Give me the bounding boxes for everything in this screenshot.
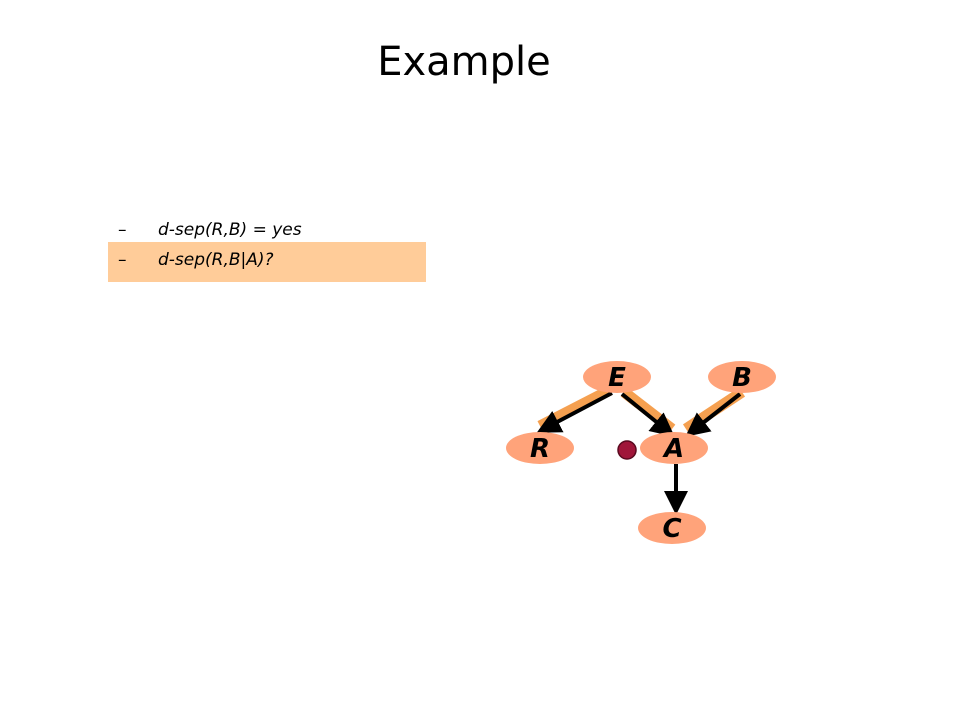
- node-label: E: [608, 363, 626, 393]
- node-b: B: [708, 361, 776, 393]
- node-a: A: [640, 432, 708, 464]
- bullet-text: d-sep(R,B|A)?: [158, 250, 274, 270]
- edge-b-to-a: [685, 392, 742, 437]
- edges: [536, 391, 742, 515]
- node-label: A: [662, 434, 684, 464]
- slide-title: Example: [377, 39, 551, 85]
- path-band-e-a: [620, 387, 676, 434]
- bullet-list: – d-sep(R,B) = yes – d-sep(R,B|A)?: [108, 218, 426, 282]
- bullet-text: d-sep(R,B) = yes: [158, 220, 302, 240]
- node-label: B: [732, 363, 752, 393]
- edge-e-to-r: [536, 391, 613, 433]
- node-label: C: [662, 514, 681, 544]
- node-r: R: [506, 432, 574, 464]
- bullet-dash: –: [118, 220, 127, 240]
- bullet-item-dsep-rb-given-a: – d-sep(R,B|A)?: [108, 242, 426, 282]
- evidence-dot-icon: [617, 440, 637, 460]
- node-e: E: [583, 361, 651, 393]
- bullet-dash: –: [118, 250, 127, 270]
- path-band-e-r: [537, 385, 613, 431]
- bullet-item-dsep-rb: – d-sep(R,B) = yes: [108, 218, 426, 242]
- node-c: C: [638, 512, 706, 544]
- node-label: R: [530, 434, 550, 464]
- edge-e-to-a: [620, 392, 675, 437]
